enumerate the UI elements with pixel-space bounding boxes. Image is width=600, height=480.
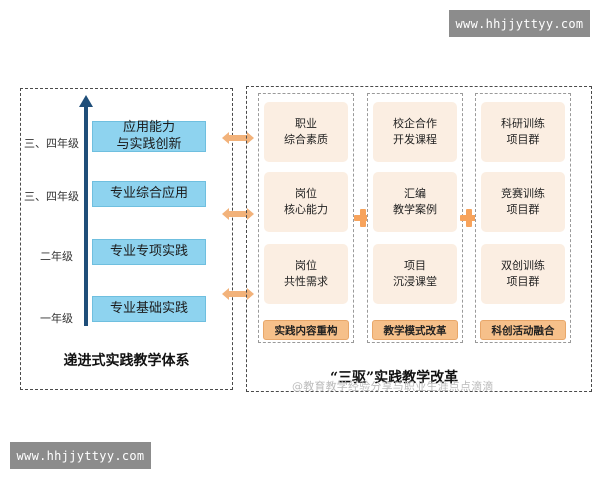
column-item: 岗位 核心能力 bbox=[264, 172, 348, 232]
source-caption: @教育教学经验分享与职业生涯点点滴滴 bbox=[292, 380, 494, 393]
column-item: 校企合作 开发课程 bbox=[373, 102, 457, 162]
stage-specialized-practice: 专业专项实践 bbox=[92, 239, 206, 265]
stage-basic-practice: 专业基础实践 bbox=[92, 296, 206, 322]
column-item: 汇编 教学案例 bbox=[373, 172, 457, 232]
grade-label: 三、四年级 bbox=[24, 190, 79, 203]
column-tag: 教学模式改革 bbox=[372, 320, 458, 340]
plus-icon bbox=[354, 209, 372, 227]
column-teaching-reform: 校企合作 开发课程 汇编 教学案例 项目 沉浸课堂 教学模式改革 bbox=[367, 93, 463, 343]
column-tag: 科创活动融合 bbox=[480, 320, 566, 340]
left-panel-title: 递进式实践教学体系 bbox=[63, 353, 190, 369]
stage-application-innovation: 应用能力 与实践创新 bbox=[92, 120, 206, 152]
column-item: 竞赛训练 项目群 bbox=[481, 172, 565, 232]
up-arrow-icon bbox=[79, 95, 93, 107]
column-tag: 实践内容重构 bbox=[263, 320, 349, 340]
grade-label: 一年级 bbox=[40, 312, 73, 325]
grade-label: 三、四年级 bbox=[24, 137, 79, 150]
column-item: 项目 沉浸课堂 bbox=[373, 244, 457, 304]
column-research-integration: 科研训练 项目群 竞赛训练 项目群 双创训练 项目群 科创活动融合 bbox=[475, 93, 571, 343]
progression-axis bbox=[84, 100, 88, 326]
right-panel-title: “三驱”实践教学改革 bbox=[330, 370, 459, 386]
column-content-restructure: 职业 综合素质 岗位 核心能力 岗位 共性需求 实践内容重构 bbox=[258, 93, 354, 343]
right-panel-border bbox=[246, 86, 592, 392]
column-item: 职业 综合素质 bbox=[264, 102, 348, 162]
plus-icon bbox=[460, 209, 478, 227]
grade-label: 二年级 bbox=[40, 250, 73, 263]
left-panel-border bbox=[20, 88, 233, 390]
column-item: 双创训练 项目群 bbox=[481, 244, 565, 304]
column-item: 科研训练 项目群 bbox=[481, 102, 565, 162]
watermark-top: www.hhjjyttyy.com bbox=[449, 10, 590, 37]
watermark-bottom: www.hhjjyttyy.com bbox=[10, 442, 151, 469]
stage-comprehensive-application: 专业综合应用 bbox=[92, 181, 206, 207]
column-item: 岗位 共性需求 bbox=[264, 244, 348, 304]
